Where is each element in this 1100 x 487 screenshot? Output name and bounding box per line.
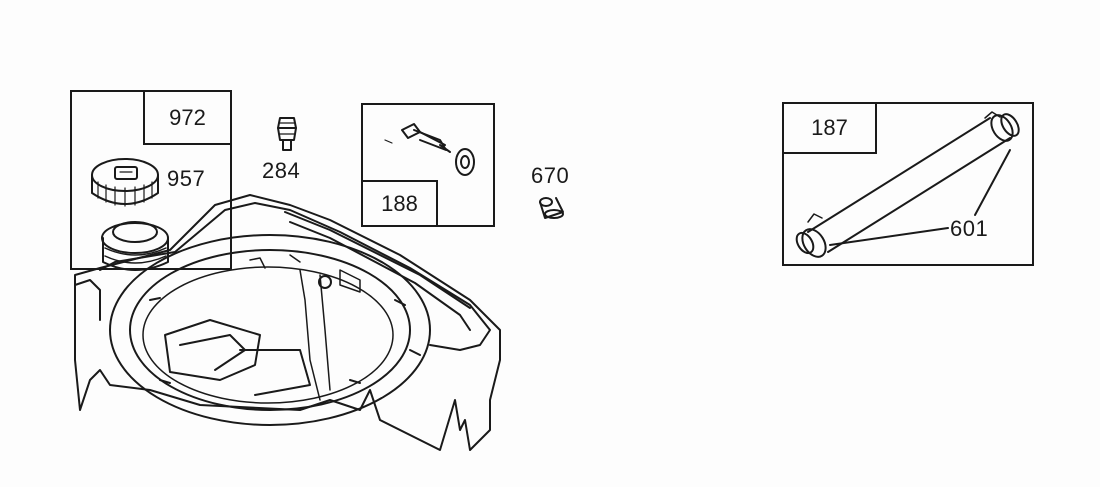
part-number-187: 187 [782,102,877,154]
fitting-drawing [277,117,297,151]
valve-drawing [384,123,475,176]
fuel-line-drawing [795,111,1020,258]
part-number-188: 188 [361,180,438,227]
screen-part-drawing [539,197,564,219]
part-number-972: 972 [143,90,232,145]
fuel-cap-drawing [91,158,159,207]
part-number-670: 670 [531,163,570,188]
part-number-284: 284 [262,158,301,183]
part-number-957: 957 [167,166,206,191]
part-number-601: 601 [950,216,989,241]
fuel-line-kit-box [782,102,1034,266]
